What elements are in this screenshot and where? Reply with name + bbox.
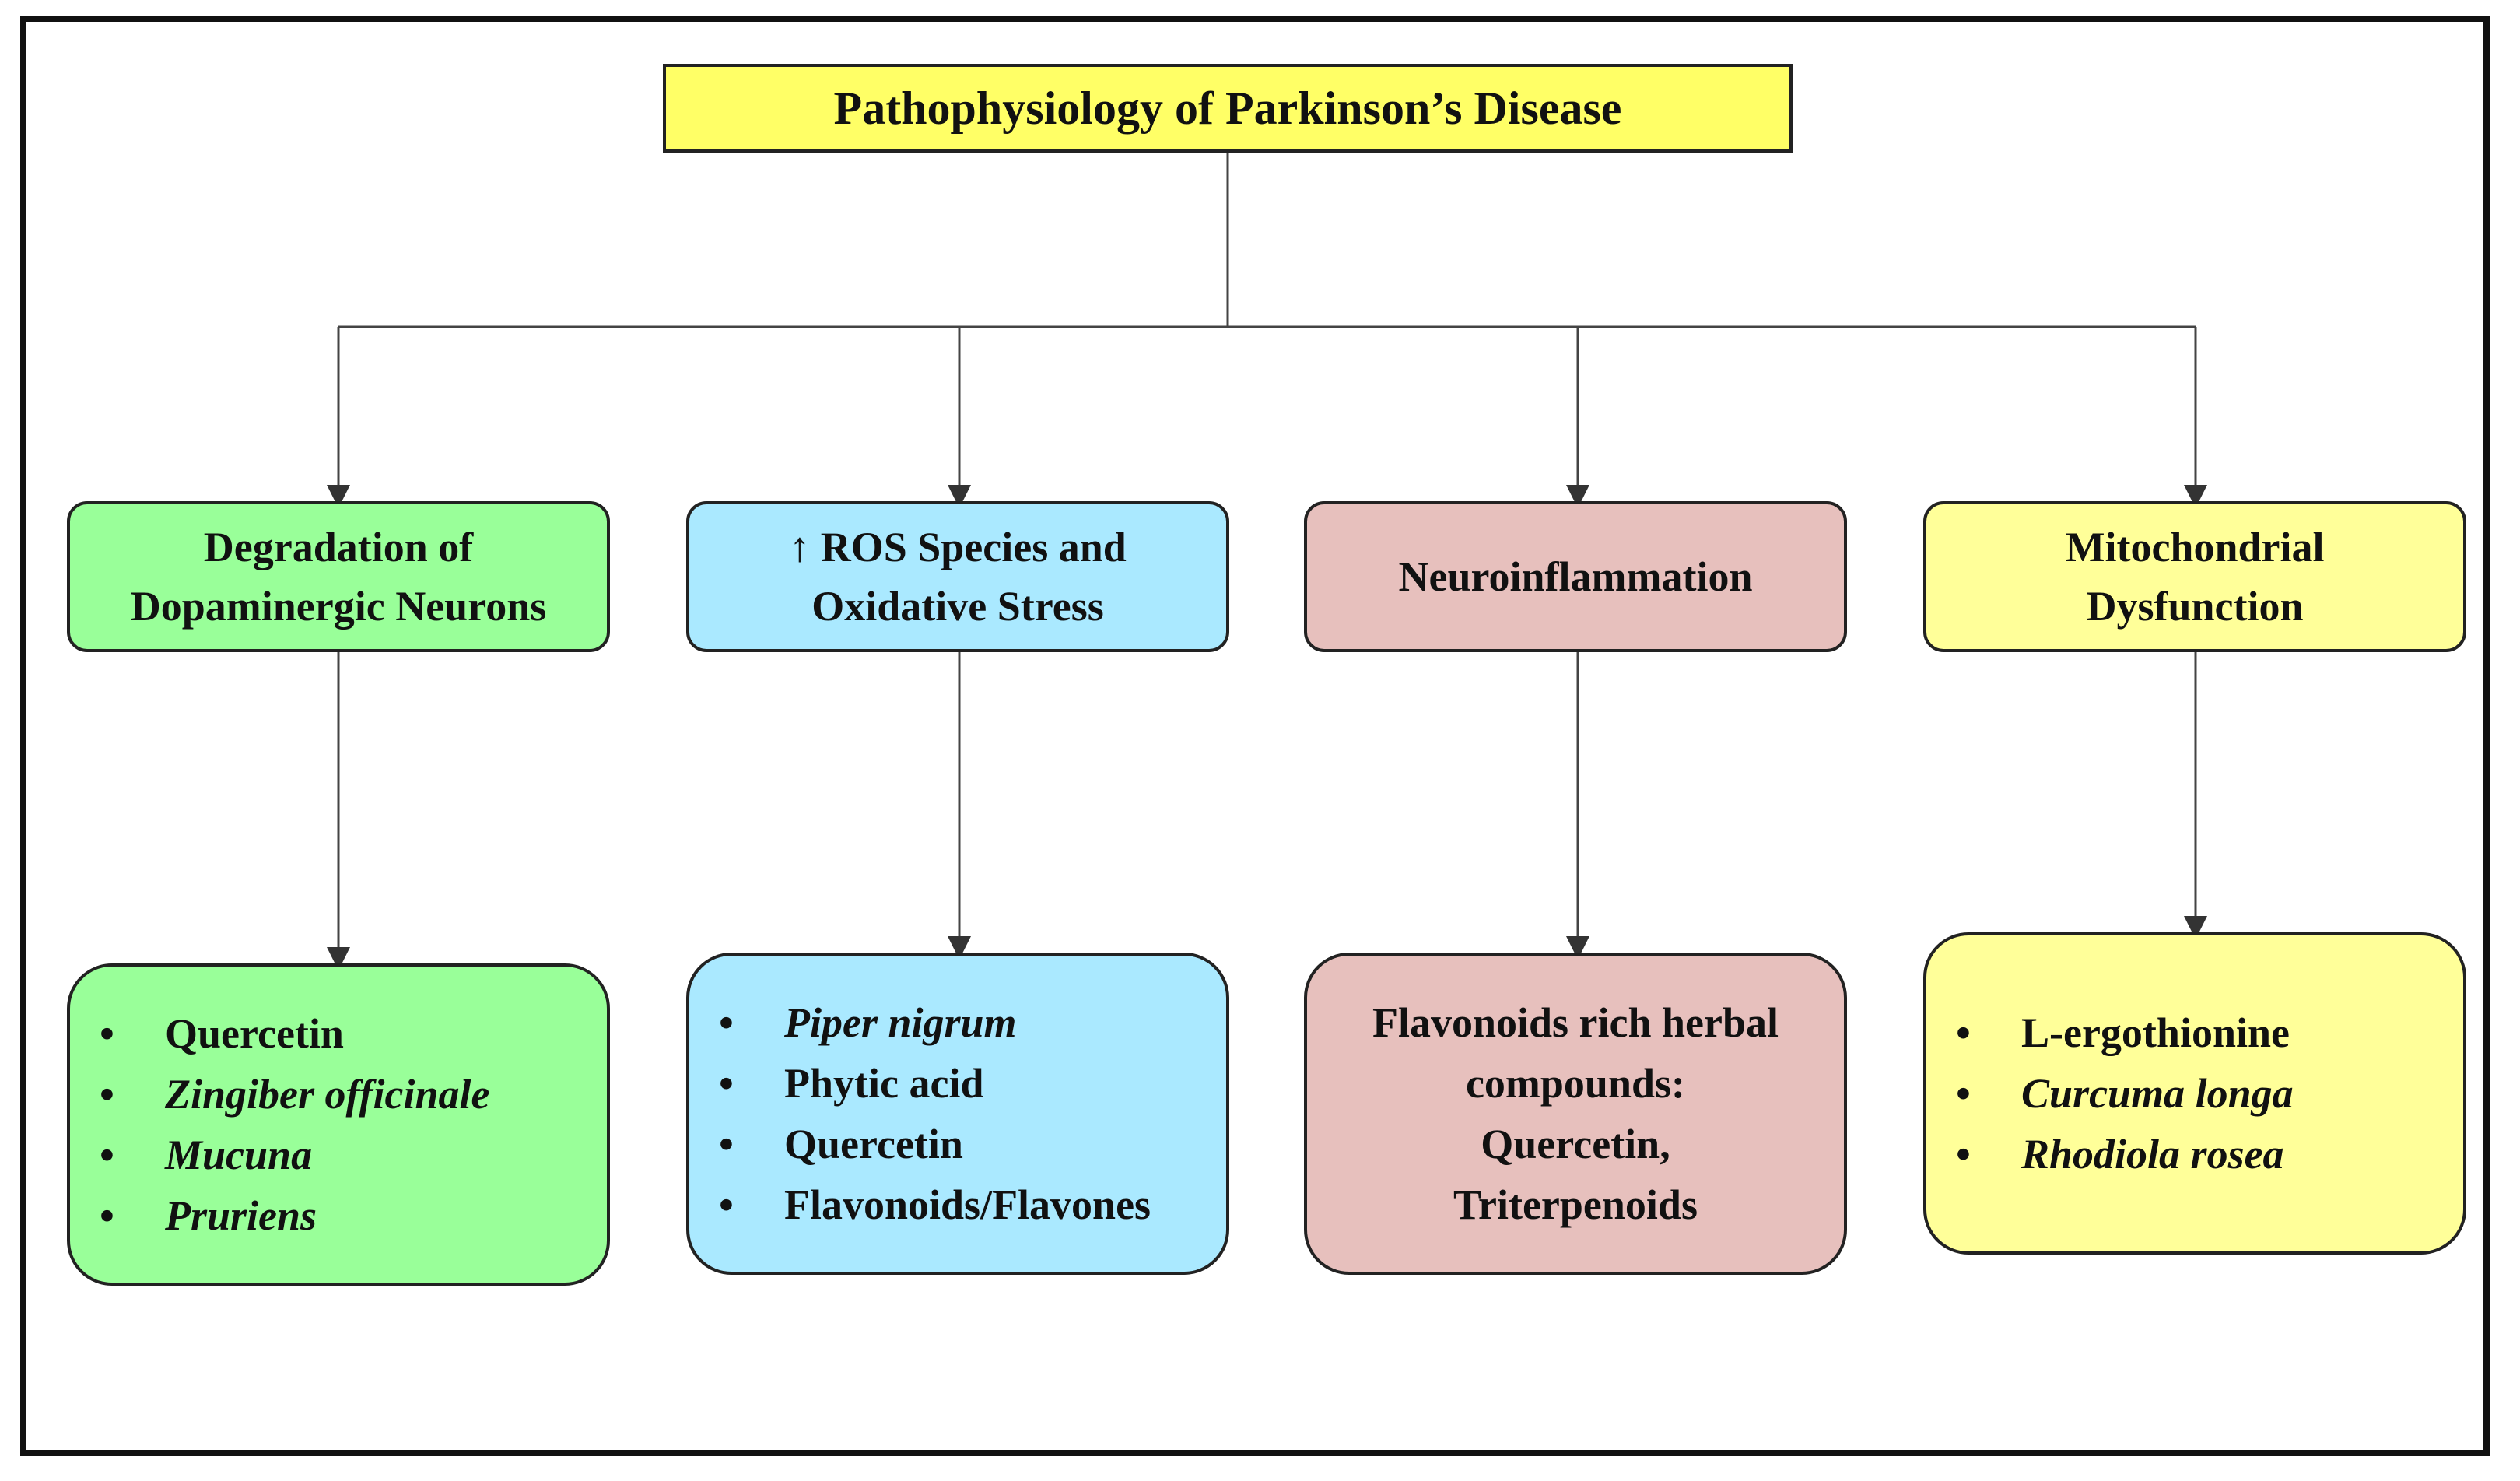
compound-line: compounds: (1465, 1060, 1686, 1107)
compound-line: Quercetin, (1481, 1121, 1670, 1167)
list-item: •Zingiber officinale (100, 1071, 490, 1118)
compounds-neuroinflammation: Flavonoids rich herbal compounds: Querce… (1304, 953, 1847, 1275)
compound-line: Triterpenoids (1453, 1181, 1698, 1228)
compound-line: Flavonoids rich herbal (1372, 999, 1779, 1046)
category-heading-line1: Degradation of (203, 524, 474, 570)
compound-text: Flavonoids rich herbal compounds: Querce… (1372, 992, 1779, 1235)
category-neuroinflammation: Neuroinflammation (1304, 501, 1847, 652)
category-heading-line2: Dysfunction (2086, 583, 2304, 630)
compounds-dopaminergic-degradation: •Quercetin •Zingiber officinale •Mucuna … (67, 963, 610, 1286)
list-item: •Curcuma longa (1956, 1070, 2294, 1117)
compounds-ros-oxidative-stress: •Piper nigrum •Phytic acid •Quercetin •F… (686, 953, 1229, 1275)
list-item: •L-ergothionine (1956, 1009, 2290, 1056)
compounds-mitochondrial-dysfunction: •L-ergothionine •Curcuma longa •Rhodiola… (1923, 932, 2466, 1255)
list-item: •Rhodiola rosea (1956, 1131, 2284, 1177)
list-item: •Quercetin (100, 1010, 344, 1057)
list-item: •Quercetin (719, 1121, 963, 1167)
list-item: •Phytic acid (719, 1060, 984, 1107)
compound-list: •L-ergothionine •Curcuma longa •Rhodiola… (1926, 1002, 2463, 1184)
compound-list: •Quercetin •Zingiber officinale •Mucuna … (70, 1003, 607, 1246)
category-ros-oxidative-stress: ↑ ROS Species and Oxidative Stress (686, 501, 1229, 652)
list-item: •Flavonoids/Flavones (719, 1181, 1151, 1228)
category-dopaminergic-degradation: Degradation of Dopaminergic Neurons (67, 501, 610, 652)
category-mitochondrial-dysfunction: Mitochondrial Dysfunction (1923, 501, 2466, 652)
category-heading-line2: Oxidative Stress (811, 583, 1104, 630)
diagram-title: Pathophysiology of Parkinson’s Disease (663, 64, 1793, 153)
compound-list: •Piper nigrum •Phytic acid •Quercetin •F… (689, 992, 1226, 1235)
list-item: •Piper nigrum (719, 999, 1017, 1046)
title-text: Pathophysiology of Parkinson’s Disease (833, 82, 1622, 134)
category-heading-line1: ↑ ROS Species and (789, 524, 1127, 570)
category-heading-line1: Neuroinflammation (1398, 553, 1753, 600)
list-item: •Pruriens (100, 1192, 317, 1239)
category-heading-line1: Mitochondrial (2065, 524, 2325, 570)
category-heading-line2: Dopaminergic Neurons (130, 583, 547, 630)
list-item: •Mucuna (100, 1132, 313, 1178)
